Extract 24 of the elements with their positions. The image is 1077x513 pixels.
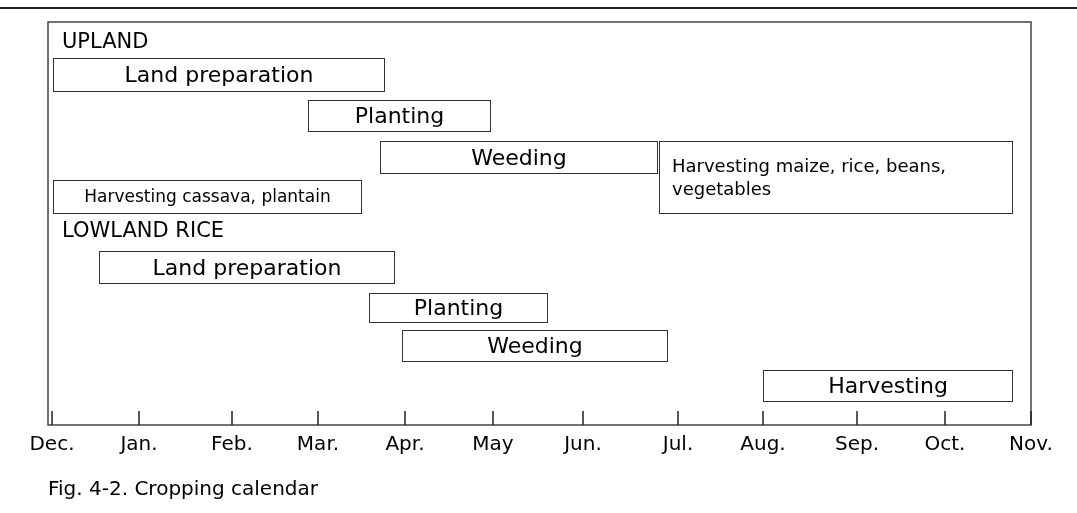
figure-caption: Fig. 4-2. Cropping calendar bbox=[48, 478, 319, 498]
activity-bar: Planting bbox=[308, 100, 491, 132]
month-label: Apr. bbox=[385, 433, 425, 453]
section-heading: LOWLAND RICE bbox=[62, 220, 225, 241]
month-label: Jun. bbox=[564, 433, 602, 453]
activity-bar: Land preparation bbox=[99, 251, 395, 284]
month-label: Jul. bbox=[662, 433, 694, 453]
month-label: May bbox=[472, 433, 514, 453]
month-label: Dec. bbox=[29, 433, 75, 453]
month-label: Mar. bbox=[296, 433, 340, 453]
month-label: Sep. bbox=[834, 433, 880, 453]
month-label: Jan. bbox=[120, 433, 158, 453]
activity-bar: Land preparation bbox=[53, 58, 385, 92]
month-label: Nov. bbox=[1009, 433, 1053, 453]
month-label: Aug. bbox=[740, 433, 786, 453]
activity-bar: Harvesting bbox=[763, 370, 1013, 402]
activity-bar: Weeding bbox=[402, 330, 668, 362]
month-label: Oct. bbox=[924, 433, 966, 453]
activity-bar: Planting bbox=[369, 293, 548, 323]
activity-bar: Weeding bbox=[380, 141, 658, 174]
activity-bar: Harvesting maize, rice, beans, vegetables bbox=[659, 141, 1013, 214]
month-label: Feb. bbox=[211, 433, 253, 453]
section-heading: UPLAND bbox=[62, 31, 149, 52]
activity-bar: Harvesting cassava, plantain bbox=[53, 180, 362, 214]
